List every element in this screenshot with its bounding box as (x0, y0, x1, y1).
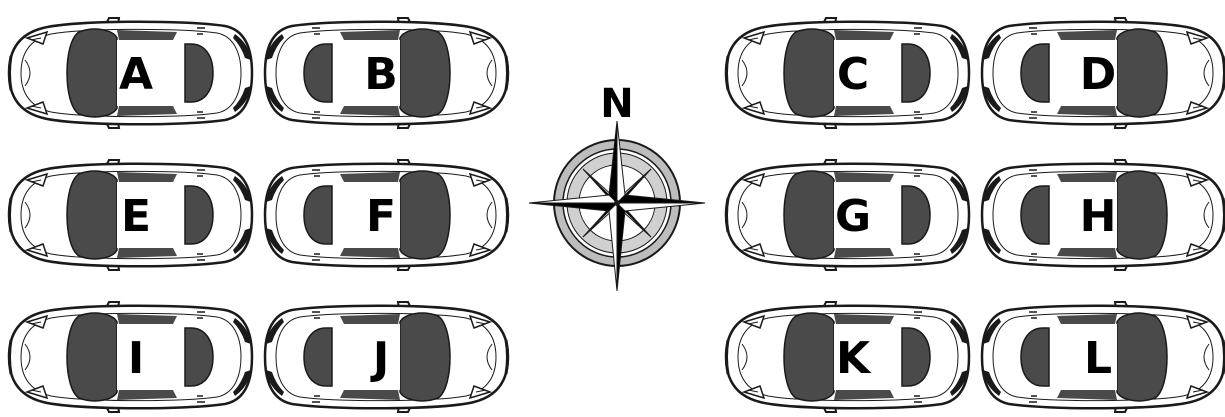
car-c: C (726, 18, 969, 128)
car-label: A (119, 49, 153, 100)
car-f: F (265, 160, 508, 270)
car-label: C (837, 49, 869, 100)
car-label: D (1080, 49, 1117, 100)
car-label: E (121, 191, 151, 242)
car-b: B (265, 18, 508, 128)
compass-rose-icon (529, 121, 705, 291)
car-label: F (366, 191, 396, 242)
car-h: H (982, 160, 1225, 270)
car-j: J (265, 302, 508, 412)
car-k: K (726, 302, 969, 412)
car-label: L (1084, 333, 1112, 384)
car-i: I (9, 302, 252, 412)
car-a: A (9, 18, 252, 128)
car-label: G (835, 191, 871, 242)
car-d: D (982, 18, 1225, 128)
car-label: K (836, 333, 872, 384)
car-label: B (364, 49, 398, 100)
car-label: H (1080, 191, 1117, 242)
car-l: L (982, 302, 1225, 412)
car-label: J (370, 333, 389, 384)
compass-north-label: N (600, 81, 633, 127)
car-g: G (726, 160, 969, 270)
car-label: I (128, 333, 144, 384)
car-e: E (9, 160, 252, 270)
